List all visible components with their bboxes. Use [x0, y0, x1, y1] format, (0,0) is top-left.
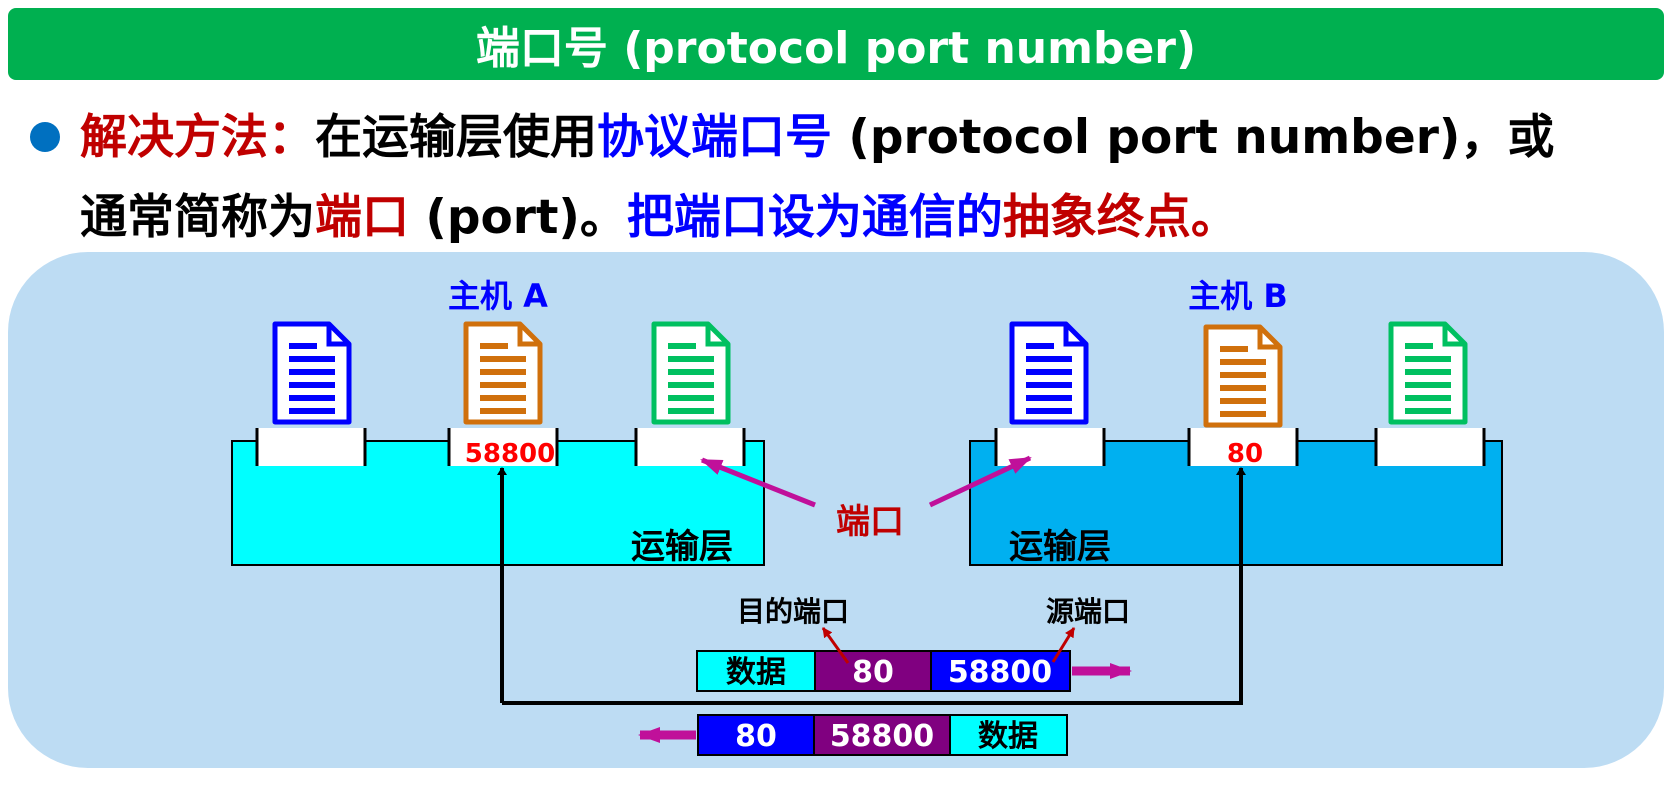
text-segment: (port)。 — [409, 190, 627, 245]
solution-label: 解决方法： — [80, 110, 315, 165]
connector-line-b — [502, 467, 1246, 705]
packet-field-text: 80 — [735, 719, 777, 754]
host-a-label: 主机 A — [448, 277, 548, 315]
text-segment: 在运输层使用 — [315, 110, 597, 165]
port-value-b: 80 — [1227, 439, 1263, 469]
document-icon — [272, 321, 352, 425]
port-slot-b2 — [1187, 428, 1299, 466]
packet-field-text: 58800 — [830, 719, 934, 754]
packet-b-to-a: 80 58800 数据 — [697, 714, 1068, 756]
document-icon — [463, 321, 543, 425]
port-pointer-arrow-left — [700, 457, 816, 508]
bullet-dot — [30, 122, 60, 152]
page-title: 端口号 (protocol port number) — [475, 23, 1197, 74]
port-pointer-arrow-right — [928, 455, 1032, 508]
dest-port-label: 目的端口 — [737, 595, 849, 628]
src-port-label: 源端口 — [1046, 595, 1130, 628]
packet-field-src — [813, 714, 951, 756]
transport-label-b: 运输层 — [1009, 527, 1111, 567]
paragraph-line-1: 解决方法：在运输层使用协议端口号 (protocol port number)，… — [80, 98, 1660, 178]
packet-field-text: 数据 — [726, 655, 786, 690]
document-icon — [1388, 321, 1468, 425]
packet-field-text: 58800 — [948, 655, 1052, 690]
transport-label-a: 运输层 — [631, 527, 733, 567]
src-port-pointer — [1051, 627, 1076, 663]
text-segment: (protocol port number)，或 — [832, 110, 1555, 165]
host-b-label: 主机 B — [1188, 277, 1288, 315]
document-icon — [651, 321, 731, 425]
protocol-port-term: 协议端口号 — [597, 110, 832, 165]
port-slot-b1 — [994, 428, 1106, 466]
packet-field-text: 80 — [852, 655, 894, 690]
packet-field-data — [949, 714, 1068, 756]
paragraph-line-2: 通常简称为端口 (port)。把端口设为通信的抽象终点。 — [80, 178, 1660, 258]
text-segment: 通常简称为 — [80, 190, 315, 245]
port-center-label: 端口 — [836, 502, 904, 542]
port-term: 端口 — [315, 190, 409, 245]
title-bar: 端口号 (protocol port number) — [8, 8, 1664, 80]
document-icon — [1009, 321, 1089, 425]
abstract-endpoint-phrase: 把端口设为通信的 — [626, 190, 1003, 245]
port-value-a: 58800 — [465, 439, 555, 469]
bullet-paragraph: 解决方法：在运输层使用协议端口号 (protocol port number)，… — [80, 98, 1660, 258]
abstract-endpoint-term: 抽象终点。 — [1002, 190, 1238, 245]
packet-field-text: 数据 — [978, 719, 1038, 754]
document-icon — [1203, 324, 1283, 428]
port-slot-a1 — [255, 428, 367, 466]
packet-field-src — [930, 650, 1071, 692]
packet-field-data — [696, 650, 816, 692]
dest-port-pointer — [821, 627, 850, 664]
port-slot-b3 — [1374, 428, 1486, 466]
port-slot-a3 — [634, 428, 746, 466]
port-slot-a2 — [447, 428, 559, 466]
packet-a-to-b: 数据 80 58800 — [696, 650, 1071, 692]
